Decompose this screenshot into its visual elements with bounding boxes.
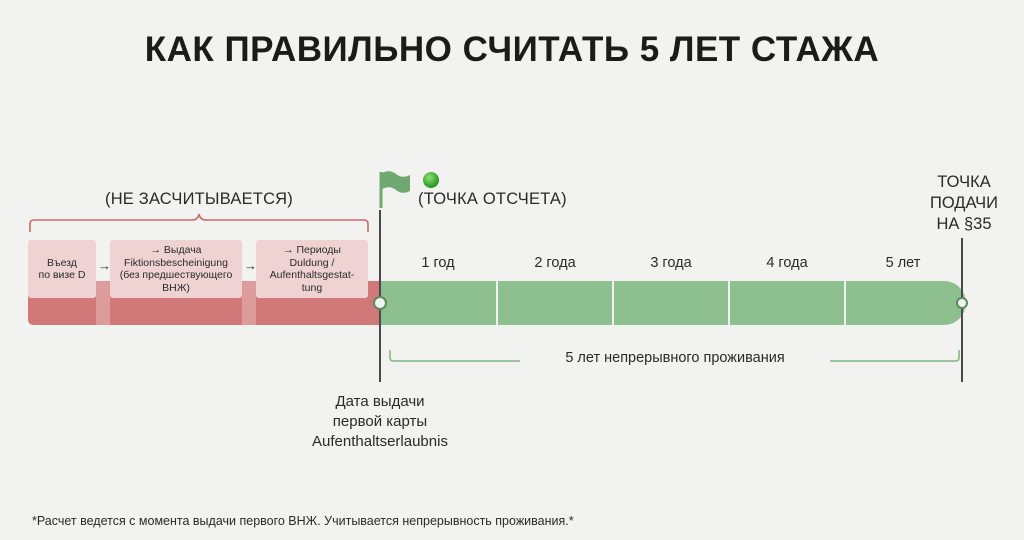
green-dot-icon <box>423 172 439 188</box>
not-counted-label: (НЕ ЗАСЧИТЫВАЕТСЯ) <box>105 190 293 208</box>
year-label: 3 года <box>650 255 692 271</box>
year-label: 1 год <box>421 255 455 271</box>
page-title: КАК ПРАВИЛЬНО СЧИТАТЬ 5 ЛЕТ СТАЖА <box>144 30 880 69</box>
year-label: 5 лет <box>885 255 921 271</box>
flag-icon <box>379 171 410 208</box>
step-visa-d: Въезд по визе D <box>28 240 96 298</box>
year-label: 4 года <box>766 255 808 271</box>
submission-marker-line <box>961 238 963 382</box>
step-duldung: → Периоды Duldung / Aufenthaltsgestat- t… <box>256 240 368 298</box>
year-divider <box>728 281 730 325</box>
counted-bar <box>380 281 966 325</box>
start-node <box>373 296 387 310</box>
footnote: *Расчет ведется с момента выдачи первого… <box>32 514 574 528</box>
step-fiktion: → Выдача Fiktionsbescheinigung (без пред… <box>110 240 242 298</box>
arrow-right-icon: → <box>98 258 111 273</box>
year-divider <box>496 281 498 325</box>
bar-separator <box>242 281 256 325</box>
start-point-label: (ТОЧКА ОТСЧЕТА) <box>418 190 567 208</box>
bar-separator <box>96 281 110 325</box>
arrow-right-icon: → <box>244 258 257 273</box>
year-divider <box>844 281 846 325</box>
first-permit-date-label: Дата выдачи первой карты Aufenthaltserla… <box>312 393 448 450</box>
end-node <box>956 297 968 309</box>
year-divider <box>612 281 614 325</box>
continuous-residence-label: 5 лет непрерывного проживания <box>520 350 830 366</box>
submission-point-label: ТОЧКА ПОДАЧИ НА §35 <box>929 173 999 233</box>
year-label: 2 года <box>534 255 576 271</box>
